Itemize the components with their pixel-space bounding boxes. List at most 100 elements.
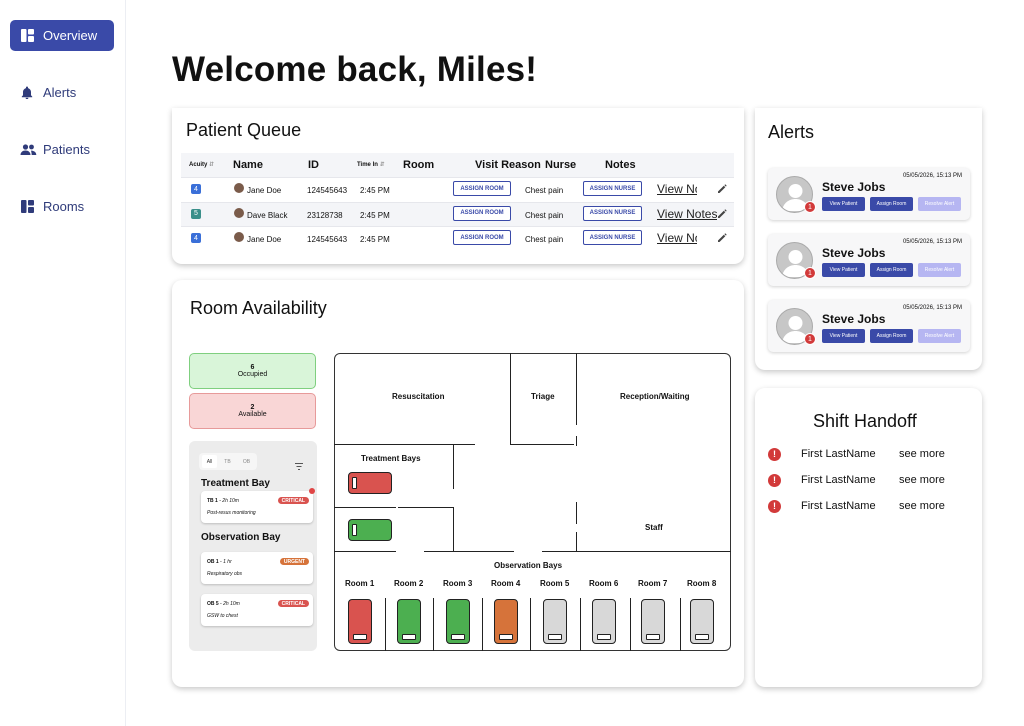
alert-count-badge: 1 — [804, 201, 816, 213]
col-notes: Notes — [605, 159, 636, 171]
acuity-badge: 5 — [191, 208, 201, 219]
col-time-in[interactable]: Time In ⇵ — [357, 162, 385, 168]
bay-card[interactable]: OB 1 - 1 hr URGENT Respiratory obs — [201, 552, 313, 584]
avatar-icon — [776, 176, 813, 213]
alert-patient-name: Steve Jobs — [822, 180, 886, 194]
col-room: Room — [403, 159, 435, 171]
col-nurse: Nurse — [545, 159, 577, 171]
resolve-alert-button[interactable]: Resolve Alert — [918, 197, 961, 211]
patient-id: 23128738 — [307, 210, 343, 220]
bay-card[interactable]: TB 1 - 2h 10m CRITICAL Post-resus monito… — [201, 488, 315, 523]
patient-name[interactable]: Jane Doe — [247, 186, 282, 195]
observation-bed[interactable] — [348, 599, 372, 644]
alert-patient-name: Steve Jobs — [822, 312, 886, 326]
view-patient-button[interactable]: View Patient — [822, 263, 865, 277]
alert-card[interactable]: 1 Steve Jobs 05/05/2026, 15:13 PM View P… — [768, 168, 970, 220]
table-row[interactable]: 5 Dave Black 23128738 2:45 PM ASSIGN ROO… — [181, 201, 734, 226]
observation-bed[interactable] — [641, 599, 665, 644]
filter-all[interactable]: All — [202, 455, 217, 468]
nav-item-alerts[interactable]: Alerts — [10, 77, 114, 108]
handoff-item: ! First LastName see more — [768, 446, 945, 462]
avatar — [234, 183, 244, 193]
bay-card[interactable]: OB 5 - 2h 10m CRITICAL GSW to chest — [201, 594, 313, 626]
status-badge: CRITICAL — [277, 600, 309, 607]
patient-name[interactable]: Jane Doe — [247, 235, 282, 244]
pencil-icon[interactable] — [717, 184, 727, 194]
see-more-link[interactable]: see more — [899, 474, 945, 486]
nav-item-rooms[interactable]: Rooms — [10, 191, 114, 222]
filter-tb[interactable]: TB — [224, 458, 231, 465]
nav-item-patients[interactable]: Patients — [10, 134, 114, 165]
observation-bed[interactable] — [543, 599, 567, 644]
alert-card[interactable]: 1 Steve Jobs 05/05/2026, 15:13 PM View P… — [768, 300, 970, 352]
observation-bed[interactable] — [446, 599, 470, 644]
treatment-bed[interactable] — [348, 519, 392, 541]
assign-room-button[interactable]: Assign Room — [870, 197, 913, 211]
observation-bed[interactable] — [494, 599, 518, 644]
nav-label: Patients — [43, 142, 90, 157]
occupied-stat: 6 Occupied — [189, 353, 316, 389]
resolve-alert-button[interactable]: Resolve Alert — [918, 329, 961, 343]
assign-nurse-button[interactable]: ASSIGN NURSE — [583, 205, 642, 221]
alert-card[interactable]: 1 Steve Jobs 05/05/2026, 15:13 PM View P… — [768, 234, 970, 286]
assign-room-button[interactable]: ASSIGN ROOM — [453, 230, 511, 245]
see-more-link[interactable]: see more — [899, 448, 945, 460]
filter-icon[interactable] — [295, 457, 303, 475]
zone-reception: Reception/Waiting — [620, 392, 690, 401]
view-notes-link[interactable]: View Notes — [657, 182, 697, 196]
table-row[interactable]: 4 Jane Doe 124545643 2:45 PM ASSIGN ROOM… — [181, 177, 734, 201]
sort-icon[interactable]: ⇵ — [379, 162, 385, 168]
zone-treatment-bays: Treatment Bays — [361, 454, 421, 463]
observation-bed[interactable] — [397, 599, 421, 644]
acuity-badge: 4 — [191, 233, 201, 243]
patient-name[interactable]: Dave Black — [247, 210, 288, 220]
pencil-icon[interactable] — [717, 233, 727, 243]
nav-item-overview[interactable]: Overview — [10, 20, 114, 51]
assign-room-button[interactable]: ASSIGN ROOM — [453, 181, 511, 196]
assign-nurse-button[interactable]: ASSIGN NURSE — [583, 230, 642, 245]
pencil-icon[interactable] — [717, 208, 727, 219]
filter-ob[interactable]: OB — [242, 458, 251, 465]
assign-room-button[interactable]: ASSIGN ROOM — [453, 205, 511, 221]
observation-bay-heading: Observation Bay — [201, 532, 281, 543]
shift-handoff-title: Shift Handoff — [813, 411, 917, 431]
assign-room-button[interactable]: Assign Room — [870, 263, 913, 277]
room-label: Room 3 — [443, 579, 473, 588]
room-label: Room 7 — [638, 579, 668, 588]
exclamation-icon: ! — [768, 447, 781, 461]
zone-triage: Triage — [531, 392, 555, 401]
room-label: Room 2 — [394, 579, 424, 588]
handoff-name: First LastName — [801, 448, 876, 460]
handoff-item: ! First LastName see more — [768, 498, 945, 514]
handoff-item: ! First LastName see more — [768, 472, 945, 488]
see-more-link[interactable]: see more — [899, 500, 945, 512]
view-notes-link[interactable]: View Notes — [657, 231, 697, 245]
assign-room-button[interactable]: Assign Room — [870, 329, 913, 343]
table-row[interactable]: 4 Jane Doe 124545643 2:45 PM ASSIGN ROOM… — [181, 226, 734, 250]
col-visit-reason: Visit Reason — [475, 159, 541, 171]
notification-dot — [309, 488, 315, 494]
sidebar: Overview Alerts Patients Rooms — [0, 0, 126, 726]
col-acuity[interactable]: Acuity ⇵ — [189, 162, 215, 168]
status-badge: URGENT — [279, 558, 309, 565]
observation-bed[interactable] — [592, 599, 616, 644]
treatment-bay-heading: Treatment Bay — [201, 478, 270, 489]
patient-id: 124545643 — [307, 235, 348, 244]
avatar-icon — [776, 242, 813, 279]
alerts-title: Alerts — [768, 122, 815, 142]
treatment-bed[interactable] — [348, 472, 392, 494]
room-label: Room 1 — [345, 579, 375, 588]
sort-icon[interactable]: ⇵ — [209, 162, 215, 168]
nav-label: Overview — [43, 28, 98, 43]
view-patient-button[interactable]: View Patient — [822, 197, 865, 211]
visit-reason: Chest pain — [525, 235, 564, 244]
view-patient-button[interactable]: View Patient — [822, 329, 865, 343]
avatar — [234, 207, 244, 218]
view-notes-link[interactable]: View Notes — [657, 206, 717, 221]
assign-nurse-button[interactable]: ASSIGN NURSE — [583, 181, 642, 196]
observation-bed[interactable] — [690, 599, 714, 644]
resolve-alert-button[interactable]: Resolve Alert — [918, 263, 961, 277]
time-in: 2:45 PM — [360, 235, 390, 244]
exclamation-icon: ! — [768, 499, 781, 513]
page-title: Welcome back, Miles! — [172, 50, 538, 89]
